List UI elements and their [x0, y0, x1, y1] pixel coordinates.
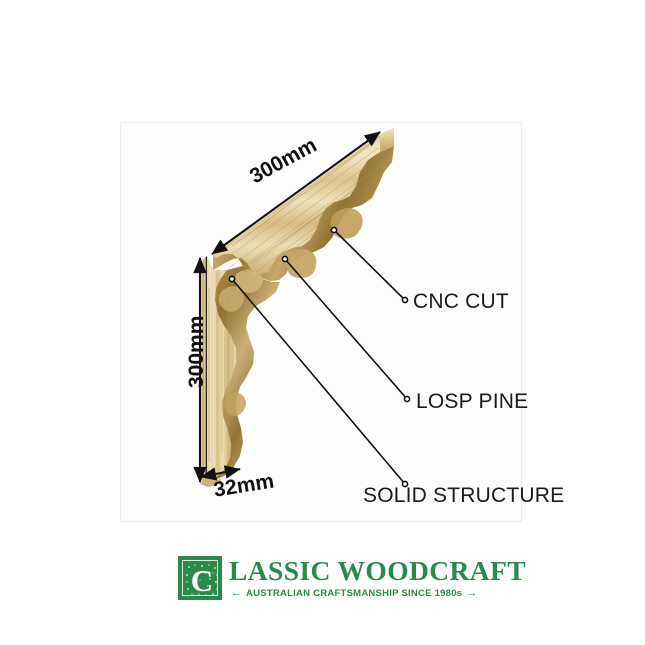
- dot-losp-pine-anchor: [281, 255, 289, 263]
- dot-cnc-cut-end: [401, 296, 409, 304]
- callout-label-losp-pine: LOSP PINE: [416, 390, 529, 413]
- logo-tagline-row: ← AUSTRALIAN CRAFTSMANSHIP SINCE 1980s →: [229, 586, 526, 599]
- leader-losp-pine: [284, 258, 408, 400]
- logo-emblem-icon: C: [178, 556, 222, 600]
- logo-wordmark: LASSIC WOODCRAFT: [229, 555, 526, 587]
- emblem-ornament-icon: C: [185, 563, 218, 598]
- leader-solid-structure: [231, 278, 406, 485]
- dot-solid-anchor: [228, 275, 236, 283]
- callout-label-cnc-cut: CNC CUT: [413, 290, 509, 313]
- dot-cnc-cut-anchor: [330, 226, 338, 234]
- dot-losp-pine-end: [403, 395, 411, 403]
- bracket-scroll-lobe-c: [235, 269, 263, 293]
- dimension-label-side-height: 300mm: [185, 315, 208, 388]
- bracket-scroll-lobe-a: [285, 248, 317, 278]
- brand-logo: C LASSIC WOODCRAFT ← AUSTRALIAN CRAFTSMA…: [178, 552, 526, 604]
- bracket-scroll-lobe-e: [223, 392, 246, 417]
- dim-line-top: [211, 131, 381, 255]
- bracket-render: [200, 128, 394, 487]
- logo-tagline: AUSTRALIAN CRAFTSMANSHIP SINCE 1980s: [246, 587, 463, 599]
- bracket-side-face: [207, 256, 236, 478]
- leader-cnc-cut: [333, 229, 406, 301]
- bracket-scroll-lobe-d: [218, 286, 245, 312]
- logo-text-group: LASSIC WOODCRAFT ← AUSTRALIAN CRAFTSMANS…: [229, 557, 526, 599]
- svg-text:C: C: [191, 563, 213, 598]
- callout-dots: [228, 226, 411, 488]
- dimension-lines: [193, 131, 381, 483]
- dim-line-thickness: [200, 465, 241, 481]
- tagline-arrow-left-icon: ←: [231, 586, 242, 599]
- dot-solid-end: [401, 480, 409, 488]
- tagline-arrow-right-icon: →: [466, 586, 478, 599]
- callout-leaders: [231, 229, 408, 485]
- callout-label-solid-structure: SOLID STRUCTURE: [363, 484, 565, 507]
- bracket-side-profile: [207, 266, 280, 480]
